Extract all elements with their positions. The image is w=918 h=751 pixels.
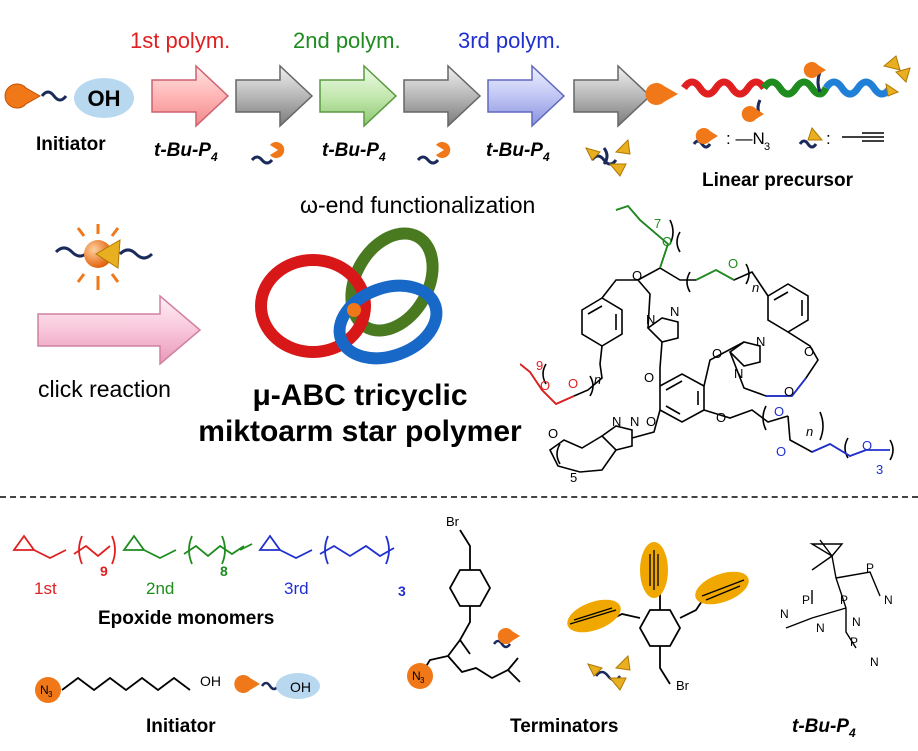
triple-bond-icon xyxy=(842,132,884,142)
monomer-1-label: 1st xyxy=(34,579,57,598)
product-title: μ-ABC tricyclic miktoarm star polymer xyxy=(198,379,522,448)
legend-azide-icon xyxy=(692,128,718,149)
linear-precursor-label: Linear precursor xyxy=(702,170,853,191)
initiator-struct-oh: OH xyxy=(200,673,221,689)
terminator-azide-icon xyxy=(492,628,520,649)
monomer-3-label: 3rd xyxy=(284,579,309,598)
section-divider xyxy=(0,496,918,498)
initiator-n3: N xyxy=(40,683,49,697)
struct-o-10: O xyxy=(774,404,784,419)
azide-ball-initiator xyxy=(35,677,61,703)
n-atom-3: N xyxy=(884,593,893,607)
struct-o-2: O xyxy=(662,234,672,249)
arrow-2-grey xyxy=(235,64,314,128)
bottom-initiator-label: Initiator xyxy=(146,716,216,737)
azide-terminator-icon-1 xyxy=(250,142,285,165)
bottom-catalyst-label: t-Bu-P4 xyxy=(792,716,856,740)
struct-n-atom-3: N xyxy=(756,334,765,349)
catalyst-label-1: t-Bu-P4 xyxy=(154,140,218,164)
struct-o-12: O xyxy=(862,438,872,453)
arrow-6-grey xyxy=(573,64,652,128)
struct-o-15: O xyxy=(548,426,558,441)
struct-o-4: O xyxy=(804,344,814,359)
struct-o-11: O xyxy=(776,444,786,459)
struct-n-atom-5: N xyxy=(612,414,621,429)
struct-n-atom-2: N xyxy=(670,304,679,319)
struct-o-13: O xyxy=(540,378,550,393)
top-graphics: OH xyxy=(4,55,911,366)
monomer-3-n: 3 xyxy=(398,583,406,599)
struct-o-3: O xyxy=(632,268,642,283)
linear-precursor-graphic xyxy=(645,55,911,122)
step-1-label: 1st polym. xyxy=(130,28,231,53)
omega-end-label: ω-end functionalization xyxy=(300,192,536,218)
click-arrow xyxy=(37,294,202,366)
struct-o-1: O xyxy=(728,256,738,271)
step-2-label: 2nd polym. xyxy=(293,28,401,53)
struct-n-2: n xyxy=(806,424,813,439)
struct-x9: 9 xyxy=(536,358,543,373)
monomer-2-label: 2nd xyxy=(146,579,174,598)
arrow-1-red xyxy=(151,64,230,128)
struct-n-1: n xyxy=(752,280,759,295)
struct-n-atom-1: N xyxy=(646,312,655,327)
struct-n-3: n xyxy=(594,372,601,387)
click-reaction-icon xyxy=(54,224,154,290)
legend-alkyne-icon xyxy=(798,126,824,149)
initiator-label: Initiator xyxy=(36,134,106,155)
struct-o-7: O xyxy=(712,346,722,361)
bottom-structures: 1st 9 2nd 8 3rd 3 OH OH N 3 N 3 Br Br P … xyxy=(12,514,893,703)
struct-n-atom-4: N xyxy=(734,366,743,381)
n-atom-2: N xyxy=(852,615,861,629)
arrow-3-green xyxy=(319,64,398,128)
struct-o-8: O xyxy=(646,414,656,429)
p-atom-1: P xyxy=(802,593,810,607)
initiator-n3-sub: 3 xyxy=(48,690,53,699)
legend-azide-sub: 3 xyxy=(764,141,770,153)
struct-x7: 7 xyxy=(654,216,661,231)
initiator-icon-oh: OH xyxy=(290,679,311,695)
step-3-label: 3rd polym. xyxy=(458,28,561,53)
catalyst-label-2: t-Bu-P4 xyxy=(322,140,386,164)
azide-ball-terminator xyxy=(407,663,433,689)
struct-o-14: O xyxy=(568,376,578,391)
terminators-label: Terminators xyxy=(510,716,619,737)
product-structure: O O 7 O n O O O O O O O n O O 3 9 O O n … xyxy=(520,204,894,485)
click-reaction-label: click reaction xyxy=(38,376,171,402)
struct-o-9: O xyxy=(716,410,726,425)
epoxide-monomers-label: Epoxide monomers xyxy=(98,608,275,629)
azide-terminator-icon-2 xyxy=(416,142,451,165)
legend-azide-text: : —N xyxy=(726,129,765,148)
initiator-oh: OH xyxy=(88,86,121,111)
struct-o-6: O xyxy=(644,370,654,385)
terminator-n3: N xyxy=(412,669,421,683)
terminator-n3-sub: 3 xyxy=(420,676,425,685)
p-atom-3: P xyxy=(866,561,874,575)
monomer-2-n: 8 xyxy=(220,563,228,579)
initiator-icon xyxy=(4,78,134,118)
struct-x3: 3 xyxy=(876,462,883,477)
arrow-5-blue xyxy=(487,64,566,128)
terminator-br-2: Br xyxy=(676,678,690,693)
struct-o-5: O xyxy=(784,384,794,399)
alkyne-highlight-2 xyxy=(567,599,621,633)
alkyne-terminator-icon xyxy=(585,138,631,177)
p-atom-4: P xyxy=(850,635,858,649)
terminator-br-1: Br xyxy=(446,514,460,529)
struct-n-atom-6: N xyxy=(630,414,639,429)
terminator-alkyne-icon xyxy=(587,654,631,691)
tricyclic-rings-icon xyxy=(255,227,443,365)
p-atom-2: P xyxy=(840,593,848,607)
struct-x5: 5 xyxy=(570,470,577,485)
legend-alkyne-text: : xyxy=(826,129,831,148)
catalyst-label-3: t-Bu-P4 xyxy=(486,140,550,164)
monomer-1-n: 9 xyxy=(100,563,108,579)
n-atom-4: N xyxy=(780,607,789,621)
initiator-small-icon xyxy=(234,673,320,699)
n-atom-5: N xyxy=(870,655,879,669)
n-atom-1: N xyxy=(816,621,825,635)
arrow-4-grey xyxy=(403,64,482,128)
